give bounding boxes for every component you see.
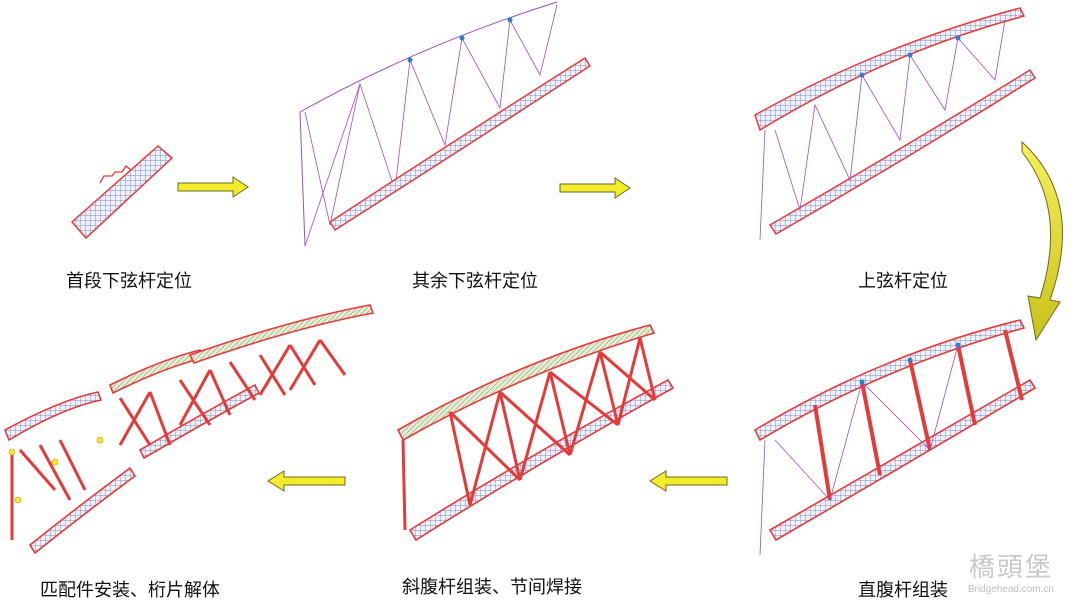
step-label-5: 斜腹杆组装、节间焊接: [402, 577, 582, 598]
arrow-left-2: [267, 470, 346, 492]
panel-5-diagonal-web: [396, 324, 675, 542]
step-label-4: 直腹杆组装: [858, 580, 948, 601]
curved-arrow-down: [1021, 140, 1063, 342]
watermark: 橋頭堡 Bridgehead.com.cn: [968, 547, 1054, 595]
watermark-url: Bridgehead.com.cn: [967, 584, 1054, 595]
panel-6-disassembly: [3, 304, 375, 555]
panel-2-lower-chords: [299, 1, 592, 247]
panel-3-upper-chord: [754, 7, 1037, 241]
panel-4-vertical-web: [753, 319, 1037, 556]
step-label-6: 匹配件安装、桁片解体: [40, 580, 220, 601]
step-label-3: 上弦杆定位: [858, 271, 948, 292]
arrow-right-1: [177, 176, 249, 198]
step-label-1: 首段下弦杆定位: [66, 271, 192, 292]
arrow-left-1: [649, 470, 728, 492]
panel-1-first-chord: [70, 145, 174, 240]
step-label-2: 其余下弦杆定位: [412, 271, 538, 292]
watermark-text: 橋頭堡: [968, 553, 1053, 583]
arrow-right-2: [559, 177, 631, 199]
